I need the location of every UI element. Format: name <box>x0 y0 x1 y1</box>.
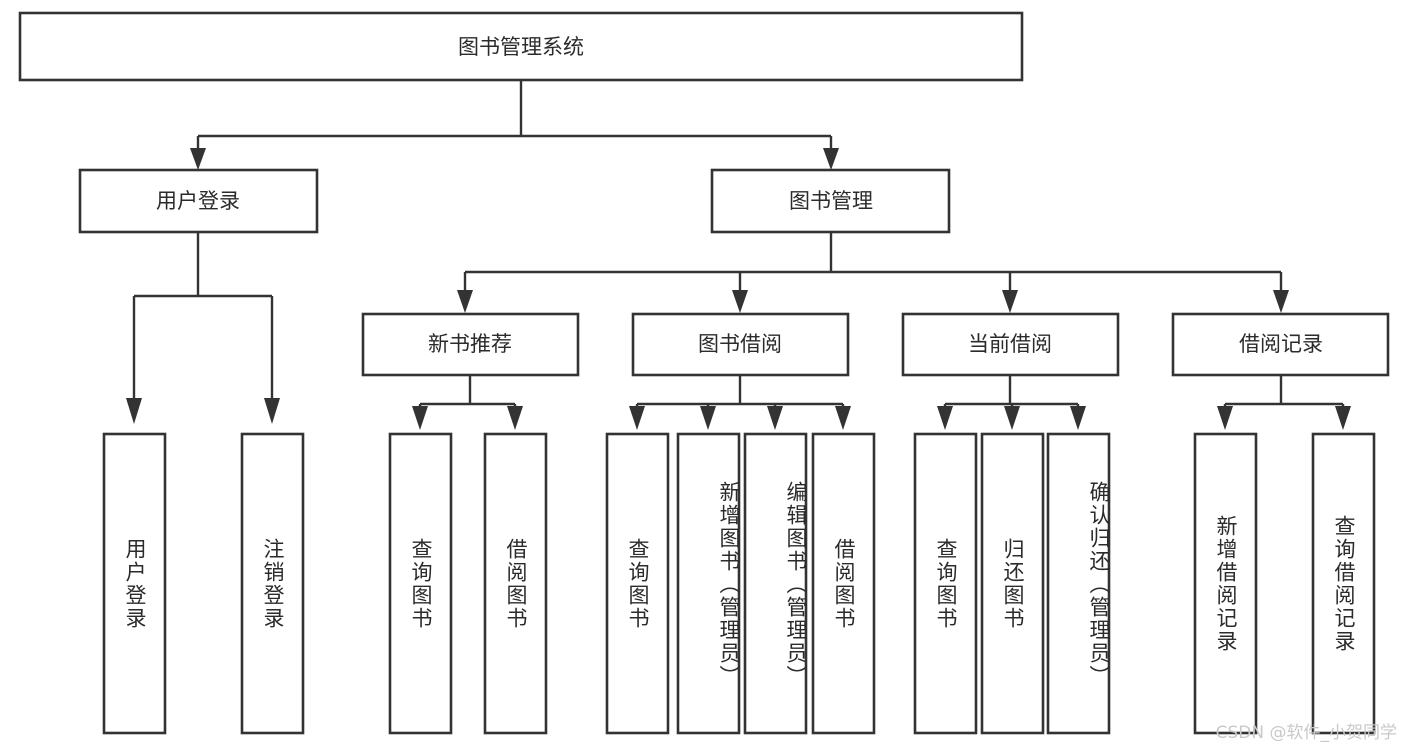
node-label-user-login: 用户登录 <box>156 189 240 213</box>
node-box-root[interactable] <box>18 11 1024 82</box>
node-box-current-borrow[interactable] <box>901 312 1120 377</box>
connector-group-borrow-record-to-leaves <box>1217 375 1351 430</box>
arrow-head-new-book-rec <box>457 290 473 313</box>
node-box-leaf-user-logout[interactable] <box>240 432 305 735</box>
arrow-head-leaf-user-logout <box>264 398 280 424</box>
node-label-borrow-record: 借阅记录 <box>1239 332 1323 356</box>
arrow-head-leaf-return-book <box>1004 406 1020 430</box>
node-label-book-manage: 图书管理 <box>789 189 873 213</box>
arrow-head-book-borrow <box>732 290 748 313</box>
node-box-new-book-rec[interactable] <box>361 312 580 377</box>
arrow-head-leaf-user-login <box>126 398 142 424</box>
node-box-leaf-query-record[interactable] <box>1311 432 1376 735</box>
arrow-head-book-manage <box>823 148 839 170</box>
arrow-head-user-login <box>190 148 206 170</box>
arrow-head-leaf-borrow-book-2 <box>835 406 851 430</box>
arrow-head-leaf-confirm-return <box>1070 406 1086 430</box>
arrow-head-leaf-add-book <box>700 406 716 430</box>
connector-group-user-login-to-leaves <box>126 232 280 424</box>
node-box-leaf-query-book-1[interactable] <box>388 432 453 735</box>
arrow-head-leaf-query-book-3 <box>937 406 953 430</box>
node-box-leaf-confirm-return[interactable] <box>1046 432 1111 735</box>
node-box-leaf-query-book-3[interactable] <box>913 432 978 735</box>
node-box-leaf-user-login[interactable] <box>102 432 167 735</box>
node-box-leaf-add-book[interactable] <box>676 432 741 735</box>
connector-group-book-borrow-to-leaves <box>629 375 851 430</box>
csdn-watermark: CSDN @软件_小贺同学 <box>1215 723 1397 743</box>
connector-group-root-to-level2 <box>190 80 839 170</box>
node-box-leaf-return-book[interactable] <box>980 432 1045 735</box>
arrow-head-current-borrow <box>1002 290 1018 313</box>
node-box-book-manage[interactable] <box>710 168 951 234</box>
node-box-leaf-query-book-2[interactable] <box>605 432 670 735</box>
arrow-head-leaf-query-record <box>1335 406 1351 430</box>
node-label-root: 图书管理系统 <box>458 35 584 59</box>
connector-group-current-borrow-to-leaves <box>937 375 1086 430</box>
node-label-book-borrow: 图书借阅 <box>698 332 782 356</box>
node-box-leaf-borrow-book-1[interactable] <box>483 432 548 735</box>
node-box-borrow-record[interactable] <box>1171 312 1390 377</box>
node-box-leaf-edit-book[interactable] <box>743 432 808 735</box>
node-box-leaf-borrow-book-2[interactable] <box>811 432 876 735</box>
arrow-head-leaf-borrow-book-1 <box>507 406 523 430</box>
arrow-head-leaf-edit-book <box>767 406 783 430</box>
arrow-head-leaf-query-book-1 <box>412 406 428 430</box>
node-box-book-borrow[interactable] <box>631 312 850 377</box>
node-label-current-borrow: 当前借阅 <box>968 332 1052 356</box>
arrow-head-leaf-query-book-2 <box>629 406 645 430</box>
node-box-user-login[interactable] <box>78 168 319 234</box>
connector-group-book-manage-to-level3 <box>457 232 1289 313</box>
arrow-head-leaf-add-record <box>1217 406 1233 430</box>
node-label-new-book-rec: 新书推荐 <box>428 332 512 356</box>
connector-group-new-book-rec-to-leaves <box>412 375 523 430</box>
arrow-head-borrow-record <box>1273 290 1289 313</box>
node-box-leaf-add-record[interactable] <box>1193 432 1258 735</box>
